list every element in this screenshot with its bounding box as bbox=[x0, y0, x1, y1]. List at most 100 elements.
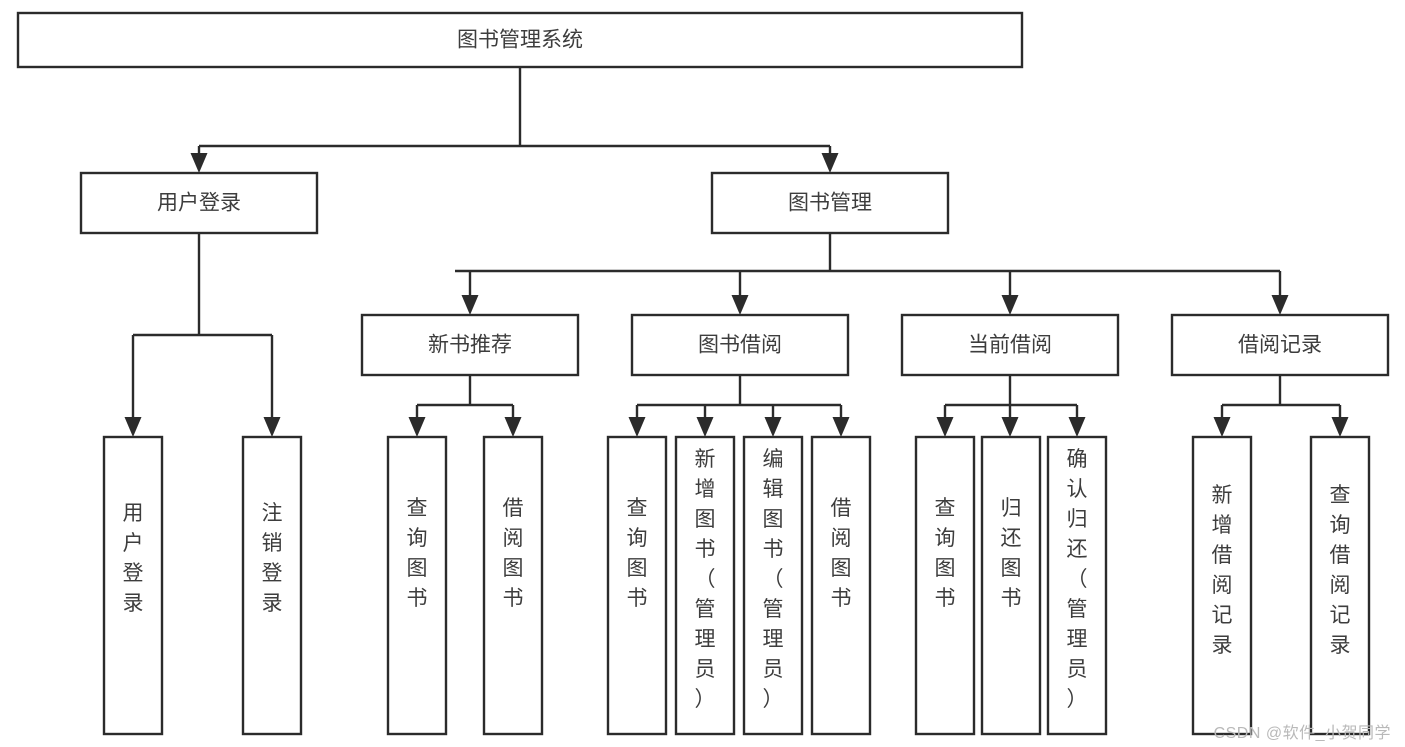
node-leaf-add-record-label: 新增借阅记录 bbox=[1212, 484, 1233, 657]
arrow-to-leaf-add-record bbox=[1213, 405, 1231, 437]
node-leaf-logout-login[interactable]: 注销登录 bbox=[241, 435, 303, 736]
arrow-to-leaf-add-book bbox=[696, 405, 714, 437]
arrow-head-icon bbox=[1001, 295, 1019, 315]
node-user-login-box[interactable] bbox=[79, 171, 319, 235]
connector-bus-current-borrow bbox=[945, 375, 1077, 407]
node-leaf-add-book-label: 新增图书（管理员） bbox=[695, 448, 716, 711]
node-leaf-return-book[interactable]: 归还图书 bbox=[980, 435, 1042, 736]
node-borrow-record[interactable]: 借阅记录 bbox=[1170, 313, 1390, 377]
node-leaf-return-book-label: 归还图书 bbox=[1001, 497, 1022, 610]
node-user-login-label: 用户登录 bbox=[157, 192, 241, 215]
node-leaf-borrow-book-2[interactable]: 借阅图书 bbox=[810, 435, 872, 736]
node-leaf-query-book-2[interactable]: 查询图书 bbox=[606, 435, 668, 736]
connector-layer bbox=[124, 67, 1349, 437]
node-root-box[interactable] bbox=[16, 11, 1024, 69]
node-leaf-borrow-book-1[interactable]: 借阅图书 bbox=[482, 435, 544, 736]
arrow-to-leaf-user-login bbox=[124, 335, 142, 437]
arrow-head-icon bbox=[696, 417, 714, 437]
node-leaf-add-book[interactable]: 新增图书（管理员） bbox=[674, 435, 736, 736]
arrow-to-leaf-borrow-book-2 bbox=[832, 405, 850, 437]
arrow-to-leaf-query-book-3 bbox=[936, 405, 954, 437]
arrow-to-current-borrow bbox=[1001, 271, 1019, 315]
connector-bus-user-login bbox=[133, 233, 272, 337]
node-leaf-add-record[interactable]: 新增借阅记录 bbox=[1191, 435, 1253, 736]
arrow-to-leaf-query-book-1 bbox=[408, 405, 426, 437]
arrow-head-icon bbox=[1001, 417, 1019, 437]
node-leaf-edit-book-box[interactable] bbox=[742, 435, 804, 736]
node-leaf-logout-login-box[interactable] bbox=[241, 435, 303, 736]
arrow-head-icon bbox=[1331, 417, 1349, 437]
connector-bus-borrow-record bbox=[1222, 375, 1340, 407]
arrow-to-leaf-logout-login bbox=[263, 335, 281, 437]
node-leaf-query-book-3-box[interactable] bbox=[914, 435, 976, 736]
arrow-head-icon bbox=[628, 417, 646, 437]
node-current-borrow-label: 当前借阅 bbox=[968, 334, 1052, 357]
node-leaf-add-book-box[interactable] bbox=[674, 435, 736, 736]
node-leaf-edit-book-label: 编辑图书（管理员） bbox=[763, 448, 784, 711]
node-root[interactable]: 图书管理系统 bbox=[16, 11, 1024, 69]
node-leaf-borrow-book-1-box[interactable] bbox=[482, 435, 544, 736]
arrow-head-icon bbox=[1068, 417, 1086, 437]
arrow-to-leaf-edit-book bbox=[764, 405, 782, 437]
node-leaf-query-book-1[interactable]: 查询图书 bbox=[386, 435, 448, 736]
node-book-borrow[interactable]: 图书借阅 bbox=[630, 313, 850, 377]
node-leaf-borrow-book-2-box[interactable] bbox=[810, 435, 872, 736]
node-leaf-query-book-1-label: 查询图书 bbox=[407, 497, 428, 610]
node-leaf-confirm-return-box[interactable] bbox=[1046, 435, 1108, 736]
node-leaf-query-book-2-label: 查询图书 bbox=[627, 497, 648, 610]
node-current-borrow-box[interactable] bbox=[900, 313, 1120, 377]
arrow-head-icon bbox=[764, 417, 782, 437]
node-book-borrow-box[interactable] bbox=[630, 313, 850, 377]
arrow-to-leaf-query-book-2 bbox=[628, 405, 646, 437]
node-leaf-borrow-book-2-label: 借阅图书 bbox=[831, 497, 852, 610]
node-book-manage-box[interactable] bbox=[710, 171, 950, 235]
arrow-head-icon bbox=[1271, 295, 1289, 315]
node-current-borrow[interactable]: 当前借阅 bbox=[900, 313, 1120, 377]
arrow-to-leaf-confirm-return bbox=[1068, 405, 1086, 437]
node-leaf-query-book-2-box[interactable] bbox=[606, 435, 668, 736]
connector-bus-book-manage bbox=[455, 233, 1280, 273]
node-leaf-user-login[interactable]: 用户登录 bbox=[102, 435, 164, 736]
node-book-borrow-label: 图书借阅 bbox=[698, 334, 782, 357]
node-book-manage-label: 图书管理 bbox=[788, 192, 872, 215]
node-borrow-record-box[interactable] bbox=[1170, 313, 1390, 377]
arrow-to-leaf-query-record bbox=[1331, 405, 1349, 437]
arrow-head-icon bbox=[461, 295, 479, 315]
node-leaf-query-record[interactable]: 查询借阅记录 bbox=[1309, 435, 1371, 736]
arrow-head-icon bbox=[504, 417, 522, 437]
arrow-head-icon bbox=[190, 153, 208, 173]
arrow-head-icon bbox=[1213, 417, 1231, 437]
node-leaf-return-book-box[interactable] bbox=[980, 435, 1042, 736]
watermark: CSDN @软件_小贺同学 bbox=[1213, 725, 1391, 742]
node-leaf-query-record-label: 查询借阅记录 bbox=[1330, 484, 1351, 657]
arrow-head-icon bbox=[263, 417, 281, 437]
connector-bus-root bbox=[199, 67, 830, 148]
node-borrow-record-label: 借阅记录 bbox=[1238, 334, 1322, 357]
node-book-manage[interactable]: 图书管理 bbox=[710, 171, 950, 235]
node-leaf-query-book-3[interactable]: 查询图书 bbox=[914, 435, 976, 736]
arrow-to-leaf-borrow-book-1 bbox=[504, 405, 522, 437]
node-new-book-recommend[interactable]: 新书推荐 bbox=[360, 313, 580, 377]
node-leaf-confirm-return[interactable]: 确认归还（管理员） bbox=[1046, 435, 1108, 736]
node-new-book-recommend-label: 新书推荐 bbox=[428, 334, 512, 357]
arrow-to-book-manage bbox=[821, 146, 839, 173]
node-leaf-edit-book[interactable]: 编辑图书（管理员） bbox=[742, 435, 804, 736]
node-leaf-query-record-box[interactable] bbox=[1309, 435, 1371, 736]
node-leaf-query-book-3-label: 查询图书 bbox=[935, 497, 956, 610]
arrow-to-user-login bbox=[190, 146, 208, 173]
arrow-head-icon bbox=[731, 295, 749, 315]
node-leaf-borrow-book-1-label: 借阅图书 bbox=[503, 497, 524, 610]
node-leaf-user-login-box[interactable] bbox=[102, 435, 164, 736]
node-leaf-query-book-1-box[interactable] bbox=[386, 435, 448, 736]
arrow-head-icon bbox=[124, 417, 142, 437]
node-leaf-confirm-return-label: 确认归还（管理员） bbox=[1067, 448, 1088, 711]
arrow-to-leaf-return-book bbox=[1001, 405, 1019, 437]
connector-bus-book-borrow bbox=[637, 375, 841, 407]
node-user-login[interactable]: 用户登录 bbox=[79, 171, 319, 235]
node-new-book-recommend-box[interactable] bbox=[360, 313, 580, 377]
node-leaf-logout-login-label: 注销登录 bbox=[262, 502, 283, 615]
arrow-to-borrow-record bbox=[1271, 271, 1289, 315]
node-leaf-add-record-box[interactable] bbox=[1191, 435, 1253, 736]
